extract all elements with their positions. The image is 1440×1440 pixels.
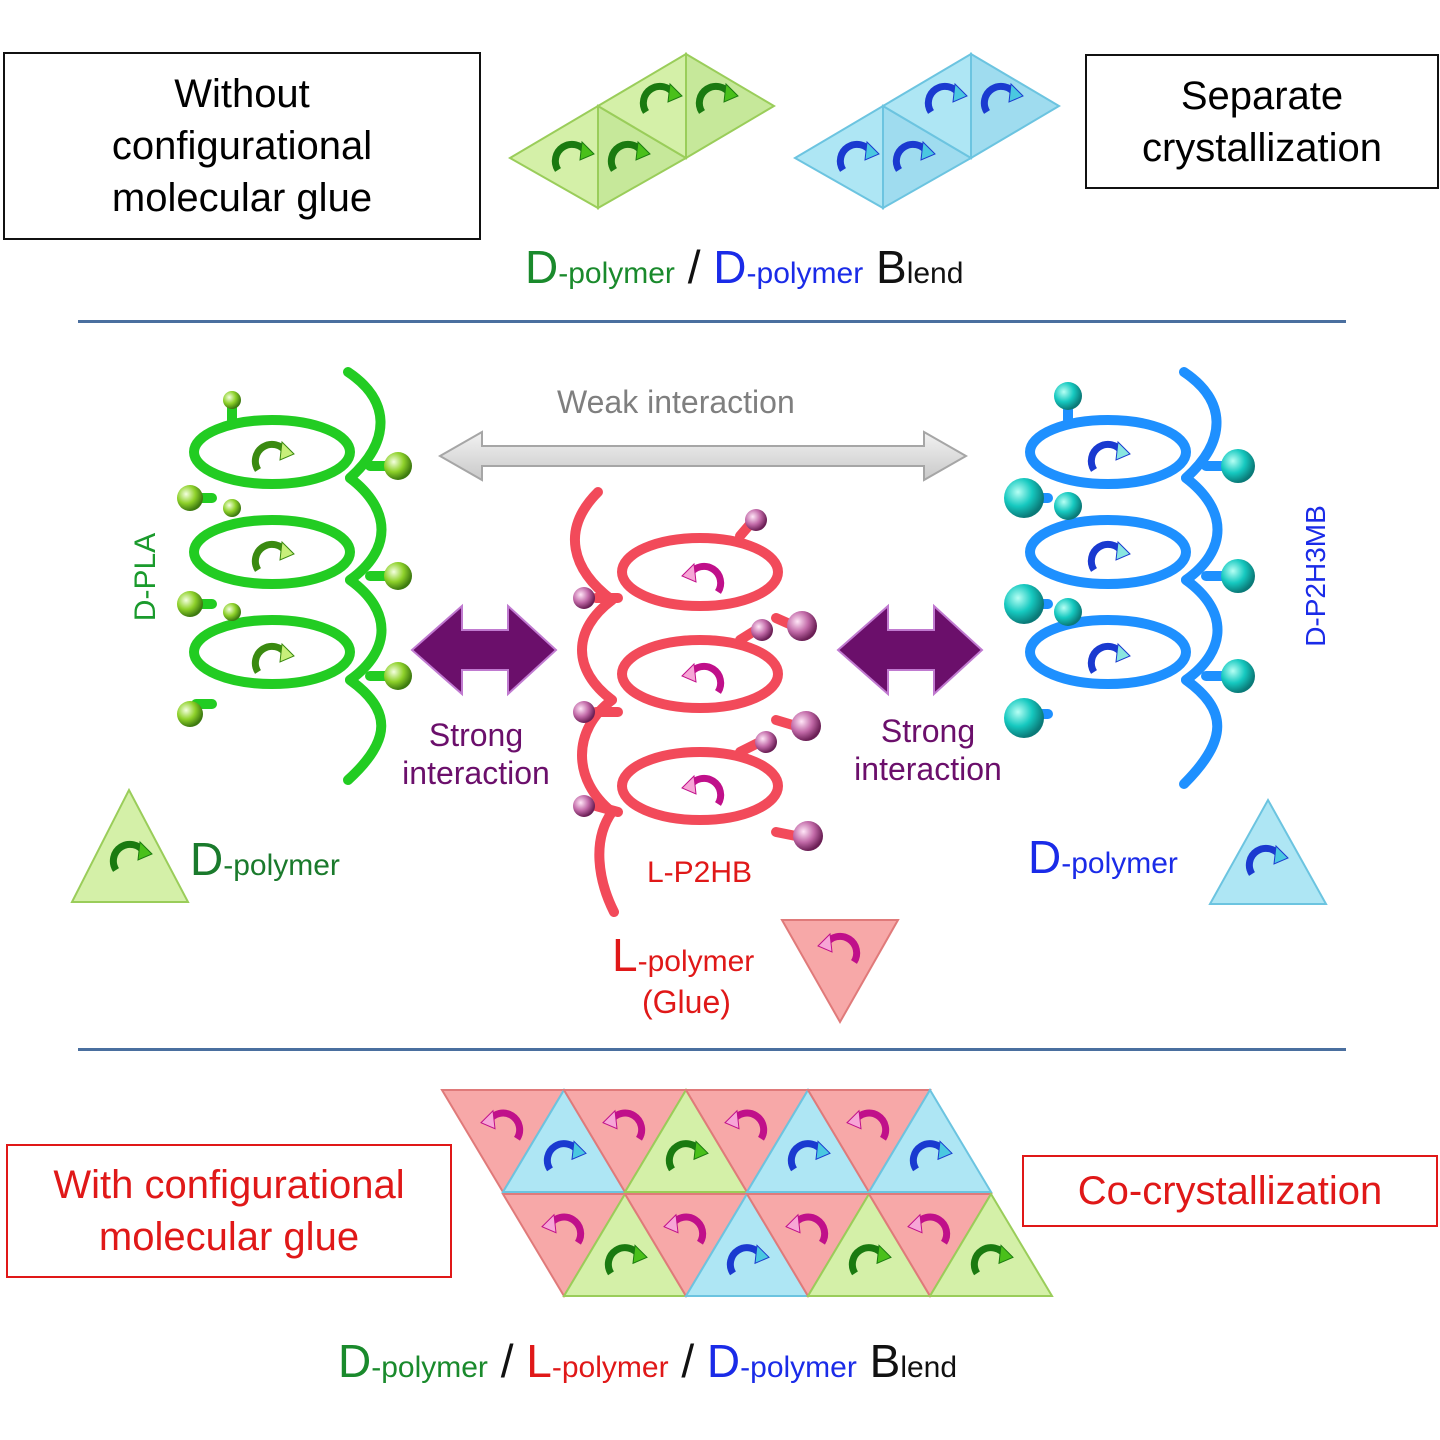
caption-segment: D xyxy=(713,241,747,293)
d-polymer-letter: D xyxy=(190,833,224,885)
separate-crystallization-label: Separate crystallization xyxy=(1141,73,1383,170)
l-p2hb-label: L-P2HB xyxy=(647,856,753,889)
d-p2h3mb-label: D-P2H3MB xyxy=(1300,505,1331,647)
l-polymer-legend: L-polymer xyxy=(612,928,754,982)
d-polymer-letter: D xyxy=(1028,831,1062,883)
without-glue-label: Without configurational molecular glue xyxy=(111,72,373,220)
caption-segment: -polymer xyxy=(740,1351,857,1384)
with-glue-label: With configurational molecular glue xyxy=(53,1163,405,1259)
d-polymer-triangle-green xyxy=(70,787,190,903)
with-glue-box: With configurational molecular glue xyxy=(6,1144,452,1278)
co-crystallization-box: Co-crystallization xyxy=(1022,1155,1438,1227)
l-polymer-triangle-red xyxy=(780,919,900,1025)
d-pla-side-groups xyxy=(177,391,412,727)
top-blend-caption: D-polymer / D-polymer Blend xyxy=(525,240,963,294)
d-polymer-triangle-blue xyxy=(1208,797,1328,905)
d-polymer-legend-left: D-polymer xyxy=(190,832,340,886)
caption-segment: / xyxy=(487,1335,527,1387)
caption-segment: D xyxy=(706,1335,741,1387)
d-p2h3mb-helix xyxy=(1025,367,1229,789)
weak-interaction-label: Weak interaction xyxy=(557,384,795,420)
caption-segment: D xyxy=(338,1335,372,1387)
d-polymer-suffix: -polymer xyxy=(223,849,340,882)
weak-interaction-arrow xyxy=(437,430,969,482)
caption-segment: lend xyxy=(900,1351,958,1384)
caption-segment: / xyxy=(668,1335,707,1387)
strong-interaction-arrow-left xyxy=(410,603,558,697)
green-lattice-top xyxy=(508,52,776,210)
l-polymer-letter: L xyxy=(612,929,638,981)
strong-interaction-label-right: Strong interaction xyxy=(854,713,1002,787)
l-p2hb-side-groups xyxy=(573,509,823,851)
strong-interaction-arrow-right xyxy=(836,603,984,697)
strong-interaction-label-left: Strong interaction xyxy=(402,717,550,791)
glue-label: (Glue) xyxy=(642,984,731,1020)
bottom-blend-caption: D-polymer / L-polymer / D-polymer Blend xyxy=(338,1334,957,1388)
caption-segment: L xyxy=(526,1335,552,1387)
divider-bottom xyxy=(78,1048,1346,1051)
caption-segment: B xyxy=(863,241,907,293)
caption-segment: lend xyxy=(906,257,964,290)
without-glue-box: Without configurational molecular glue xyxy=(3,52,481,240)
co-crystal-lattice xyxy=(440,1088,1054,1298)
l-p2hb-helix xyxy=(570,487,801,917)
caption-segment: -polymer xyxy=(371,1351,488,1384)
caption-segment: -polymer xyxy=(746,257,864,290)
d-pla-label: D-PLA xyxy=(129,532,162,622)
l-polymer-suffix: -polymer xyxy=(637,945,755,978)
separate-crystallization-box: Separate crystallization xyxy=(1085,54,1439,189)
caption-segment: / xyxy=(674,241,714,293)
d-polymer-suffix: -polymer xyxy=(1061,847,1178,880)
caption-segment: D xyxy=(525,241,559,293)
d-pla-helix xyxy=(189,367,395,785)
caption-segment: -polymer xyxy=(551,1351,669,1384)
d-polymer-legend-right: D-polymer xyxy=(1028,830,1178,884)
co-crystallization-label: Co-crystallization xyxy=(1077,1169,1383,1213)
caption-segment: -polymer xyxy=(558,257,675,290)
caption-segment: B xyxy=(856,1335,901,1387)
divider-top xyxy=(78,320,1346,323)
d-p2h3mb-side-groups xyxy=(1004,382,1255,738)
blue-lattice-top xyxy=(793,52,1061,210)
